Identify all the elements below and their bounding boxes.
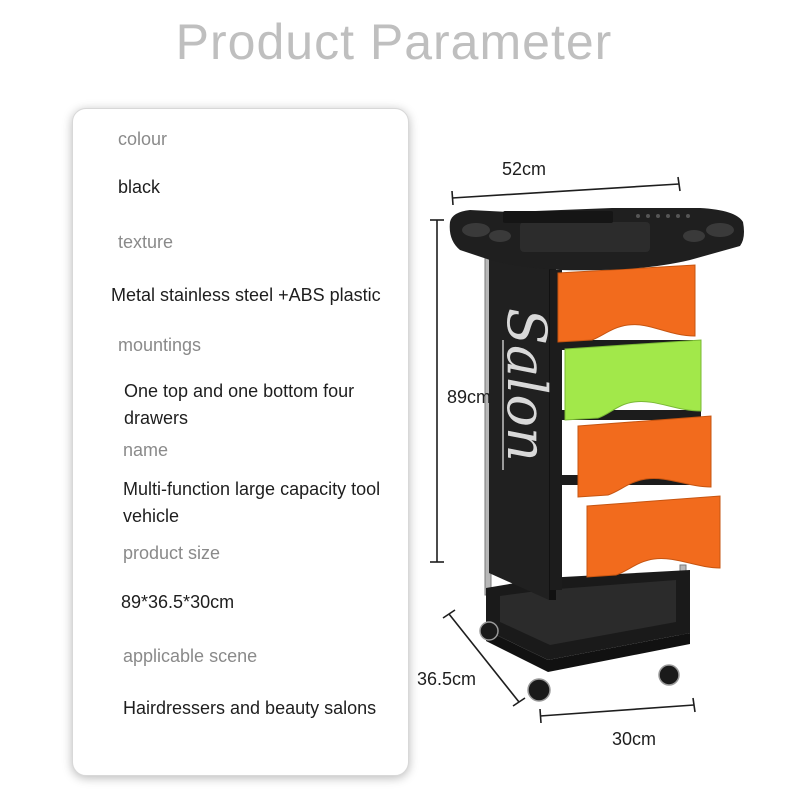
param-label-colour: colour: [118, 129, 168, 149]
width-dimension-tick-left: [451, 190, 454, 206]
front-width-dimension-tick-right: [692, 697, 696, 713]
dimension-height-label: 89cm: [447, 387, 492, 407]
param-label-texture: texture: [118, 232, 174, 252]
param-value-applicable-scene: Hairdressers and beauty salons: [123, 698, 377, 718]
top-tray-holder-right-2: [683, 230, 705, 242]
param-value-colour: black: [118, 177, 161, 197]
top-tray-center-compartment: [520, 222, 650, 252]
wheel-back-left: [479, 621, 499, 641]
wheel-front-left: [527, 678, 551, 702]
depth-dimension-line: [448, 613, 520, 703]
drawer-4-orange: [586, 495, 721, 578]
param-value-texture: Metal stainless steel +ABS plastic: [111, 285, 381, 305]
wheel-front-right: [658, 664, 680, 686]
param-label-mountings: mountings: [118, 335, 202, 355]
top-tray-holder-right-1: [706, 223, 734, 237]
drawer-3-orange: [577, 415, 712, 498]
drawer-2-green: [564, 339, 702, 421]
param-label-name: name: [123, 440, 169, 460]
top-tray-holder-left-1: [462, 223, 490, 237]
front-width-dimension-line: [539, 704, 695, 717]
front-width-dimension-tick-left: [539, 708, 542, 724]
dimension-depth-label: 36.5cm: [417, 669, 477, 689]
param-value-name: Multi-function large capacity tool vehic…: [123, 479, 381, 526]
width-dimension-line: [451, 183, 680, 199]
side-panel-brand-text: Salon: [495, 308, 558, 462]
caster-wheels: [479, 621, 680, 702]
parameter-card: colour black texture Metal stainless ste…: [72, 108, 409, 776]
top-tray-holder-left-2: [489, 230, 511, 242]
drawer-1-orange: [557, 264, 696, 343]
dimension-lines: [430, 176, 696, 724]
param-value-mountings: One top and one bottom four drawers: [124, 381, 355, 428]
depth-dimension-tick-bottom: [512, 697, 526, 707]
top-tray: [449, 208, 744, 271]
depth-dimension-tick-top: [442, 609, 456, 619]
param-label-product-size: product size: [123, 543, 221, 563]
dimension-width-label: 52cm: [502, 159, 547, 179]
param-value-product-size: 89*36.5*30cm: [121, 592, 235, 612]
width-dimension-tick-right: [677, 176, 681, 192]
page-title: Product Parameter: [175, 14, 613, 70]
dimension-front-width-label: 30cm: [612, 729, 657, 749]
param-label-applicable-scene: applicable scene: [123, 646, 258, 666]
